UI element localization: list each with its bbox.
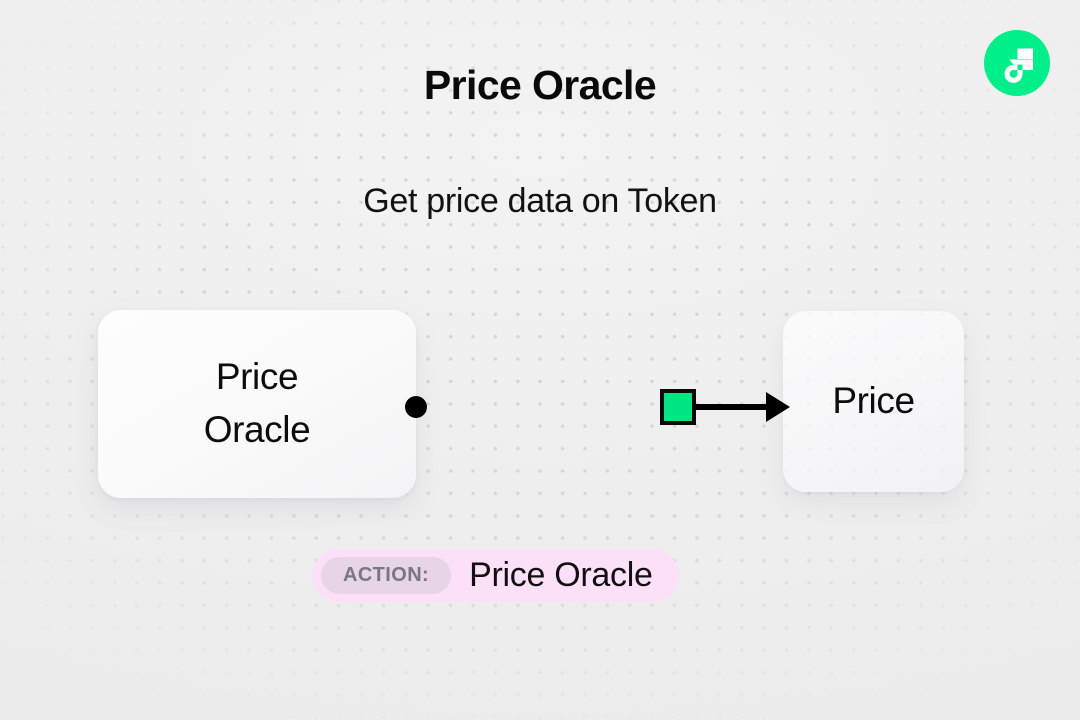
node-label-line-2: Oracle bbox=[203, 409, 311, 450]
connector-edge bbox=[398, 378, 794, 436]
action-value-label: Price Oracle bbox=[469, 556, 653, 594]
action-badge: ACTION: Price Oracle bbox=[312, 549, 679, 602]
node-label-line-1: Price bbox=[215, 356, 299, 398]
action-tag-label: ACTION: bbox=[321, 557, 452, 594]
node-price-label: Price bbox=[832, 380, 915, 422]
node-price-oracle[interactable]: Price Oracle bbox=[98, 310, 416, 498]
flow-logo-icon bbox=[984, 30, 1050, 96]
node-price[interactable]: Price bbox=[783, 311, 964, 492]
node-price-oracle-label: Price Oracle bbox=[204, 351, 311, 456]
green-square-node-icon bbox=[660, 389, 696, 425]
page-title: Price Oracle bbox=[423, 62, 657, 108]
page-subtitle: Get price data on Token bbox=[363, 182, 717, 220]
